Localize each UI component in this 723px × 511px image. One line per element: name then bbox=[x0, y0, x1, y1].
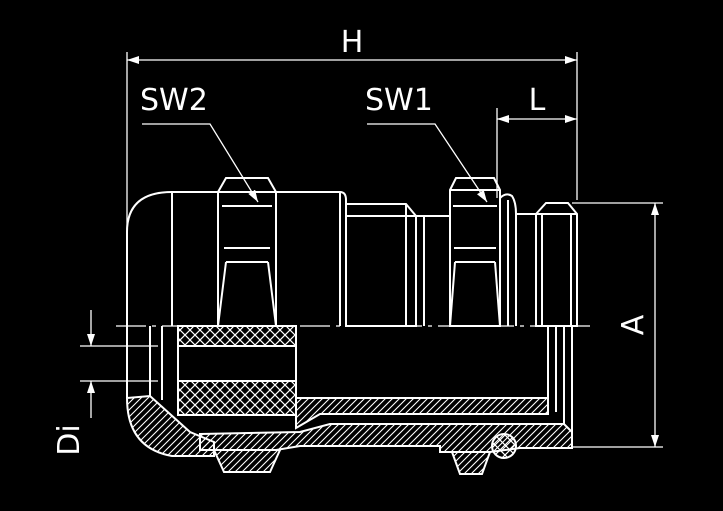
dome-section bbox=[125, 326, 215, 457]
sw2-leader: SW2 bbox=[140, 83, 259, 203]
seal-insert bbox=[177, 325, 297, 416]
di-label: Di bbox=[52, 424, 87, 455]
thread-section bbox=[535, 202, 578, 327]
a-dimension: A bbox=[572, 202, 663, 448]
l-label: L bbox=[529, 83, 546, 118]
h-label: H bbox=[341, 25, 364, 60]
o-ring-section bbox=[491, 433, 517, 459]
di-dimension: Di bbox=[52, 310, 158, 456]
gland-external-view bbox=[116, 177, 590, 327]
sw2-label: SW2 bbox=[140, 83, 208, 118]
l-dimension: L bbox=[496, 83, 577, 198]
sw1-leader: SW1 bbox=[365, 83, 488, 203]
gland-section-view bbox=[125, 325, 573, 475]
a-label: A bbox=[616, 314, 651, 335]
sw1-label: SW1 bbox=[365, 83, 433, 118]
sw1-nut bbox=[449, 177, 501, 327]
body-section bbox=[199, 326, 573, 475]
h-dimension: H bbox=[126, 25, 578, 232]
sw2-nut bbox=[217, 177, 277, 327]
